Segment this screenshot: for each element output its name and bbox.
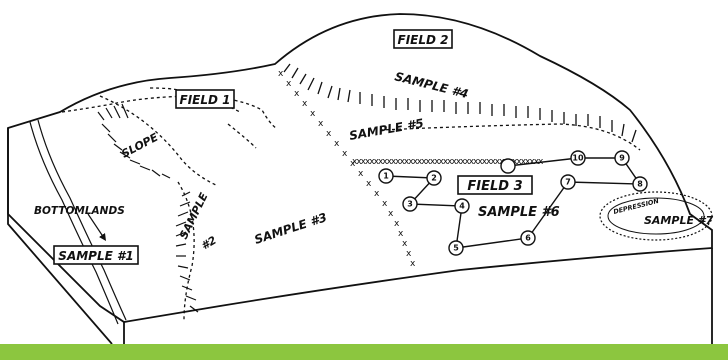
bottomlands-arrow — [88, 214, 104, 238]
svg-text:x: x — [294, 89, 300, 99]
svg-text:x: x — [382, 199, 388, 209]
sample-2-label-line2: #2 — [199, 234, 219, 253]
svg-text:x: x — [410, 259, 416, 269]
svg-text:8: 8 — [637, 180, 643, 189]
svg-text:x: x — [342, 149, 348, 159]
svg-text:x: x — [334, 139, 340, 149]
svg-text:x: x — [374, 189, 380, 199]
svg-text:x: x — [286, 79, 292, 89]
bottomlands-label: BOTTOMLANDS — [34, 205, 125, 217]
svg-text:x: x — [394, 219, 400, 229]
svg-text:x: x — [366, 179, 372, 189]
svg-text:x: x — [278, 69, 284, 79]
sample-5-label: SAMPLE #5 — [348, 116, 425, 143]
landscape-drawing: xxx xxx xxx xxx xxx xxx xx xxxxxxxxxxxxx… — [0, 0, 728, 344]
svg-text:2: 2 — [431, 174, 437, 183]
sample-point-5: 5 — [449, 241, 463, 255]
svg-text:x: x — [326, 129, 332, 139]
sample-7-label: SAMPLE #7 — [644, 214, 713, 227]
field-1-label: FIELD 1 — [176, 90, 234, 108]
sample-point-7: 7 — [561, 175, 575, 189]
svg-text:6: 6 — [525, 234, 531, 243]
svg-text:10: 10 — [572, 154, 584, 163]
terrain-block — [8, 14, 712, 344]
sample-point-2: 2 — [427, 171, 441, 185]
svg-text:x: x — [358, 169, 364, 179]
svg-text:FIELD 2: FIELD 2 — [398, 33, 449, 47]
sample-start-circle — [501, 159, 515, 173]
field-2-label: FIELD 2 — [394, 30, 452, 48]
svg-text:x: x — [406, 249, 412, 259]
sample-point-6: 6 — [521, 231, 535, 245]
sample-1-label: SAMPLE #1 — [54, 246, 138, 264]
svg-text:x: x — [398, 229, 404, 239]
sample-point-10: 10 — [571, 151, 585, 165]
sample-point-8: 8 — [633, 177, 647, 191]
sample-4-label: SAMPLE #4 — [393, 69, 470, 101]
svg-text:9: 9 — [619, 154, 625, 163]
svg-text:x: x — [302, 99, 308, 109]
svg-text:x: x — [402, 239, 408, 249]
svg-text:3: 3 — [407, 200, 413, 209]
slope-label: SLOPE — [119, 130, 160, 160]
svg-text:5: 5 — [453, 244, 459, 253]
sample-point-1: 1 — [379, 169, 393, 183]
stream-channel — [30, 120, 126, 324]
sample-6-label: SAMPLE #6 — [478, 205, 560, 220]
svg-text:FIELD 3: FIELD 3 — [467, 179, 522, 194]
sample-3-label: SAMPLE #3 — [253, 210, 329, 247]
svg-text:x: x — [388, 209, 394, 219]
field-3-label: FIELD 3 — [458, 176, 532, 194]
svg-text:x: x — [310, 109, 316, 119]
svg-text:1: 1 — [383, 172, 389, 181]
svg-text:7: 7 — [565, 178, 571, 187]
svg-text:4: 4 — [459, 202, 465, 211]
svg-text:x: x — [318, 119, 324, 129]
sample-point-4: 4 — [455, 199, 469, 213]
green-footer-band — [0, 344, 728, 360]
sample-point-3: 3 — [403, 197, 417, 211]
sample4-hatching — [284, 64, 636, 142]
svg-text:FIELD 1: FIELD 1 — [180, 93, 231, 107]
svg-text:SAMPLE #1: SAMPLE #1 — [58, 249, 133, 263]
sample-point-9: 9 — [615, 151, 629, 165]
